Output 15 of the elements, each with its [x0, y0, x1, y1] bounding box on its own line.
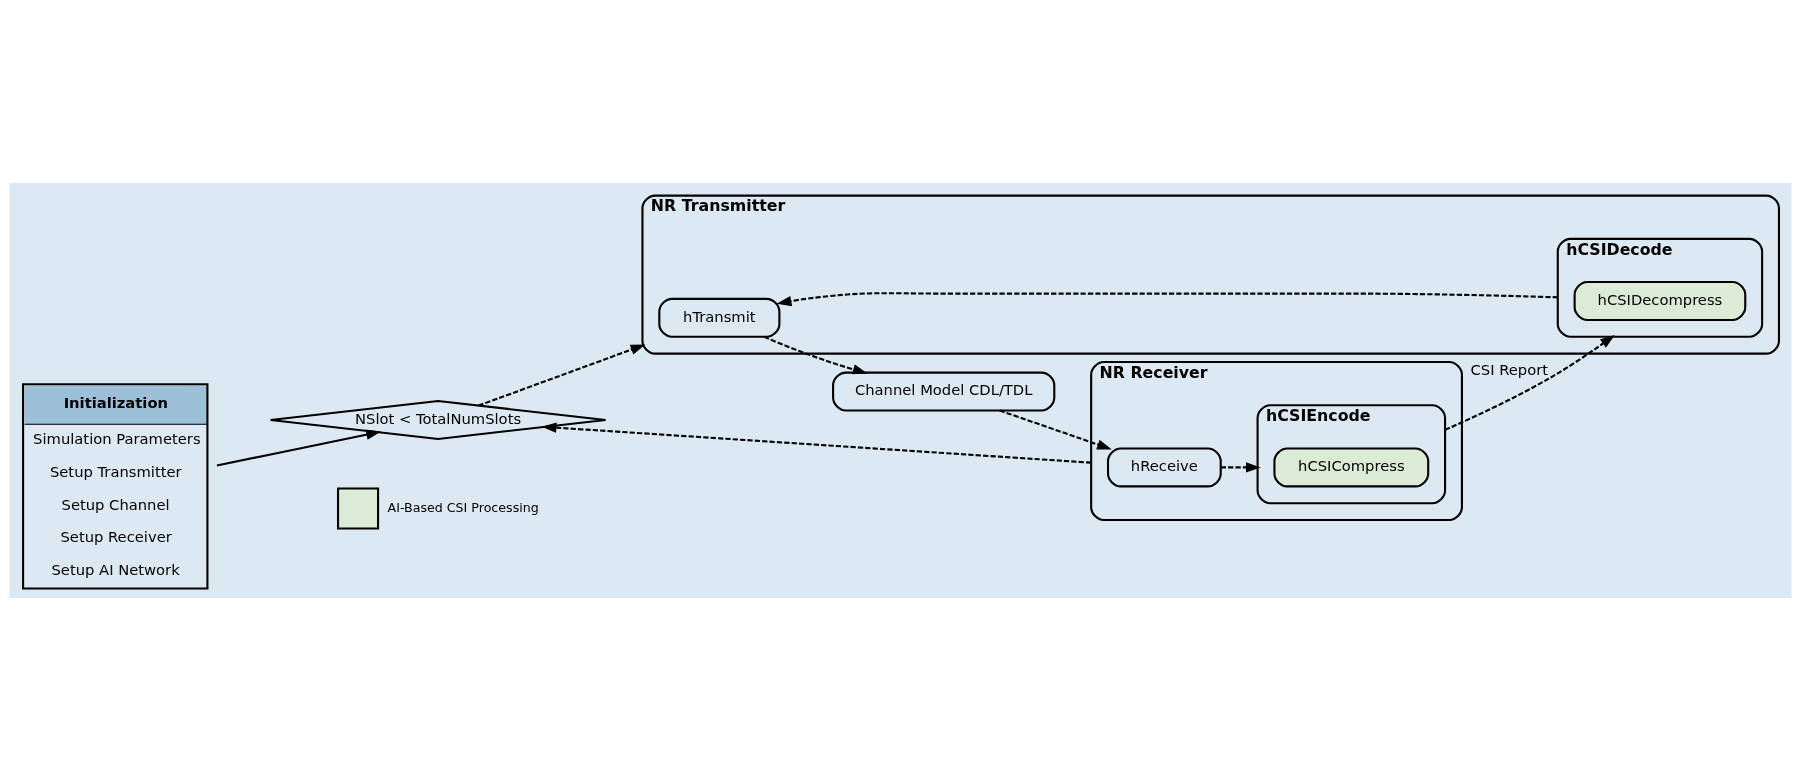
arrow — [776, 292, 1558, 307]
arrow — [216, 429, 381, 467]
arrow — [763, 335, 868, 375]
arrow — [1220, 462, 1261, 473]
arrow — [1444, 334, 1615, 431]
legend-label: AI-Based CSI Processing — [387, 499, 539, 515]
node-box: hTransmit — [657, 297, 780, 338]
node-box: hCSIDecompress — [1573, 280, 1746, 321]
arrow — [998, 409, 1112, 450]
arrow — [541, 422, 1091, 464]
arrow — [477, 344, 645, 407]
node-box: hReceive — [1106, 447, 1222, 488]
edge-label: CSI Report — [1470, 360, 1548, 378]
node-box: hCSICompress — [1272, 447, 1429, 488]
node-box: Channel Model CDL/TDL — [831, 371, 1055, 412]
